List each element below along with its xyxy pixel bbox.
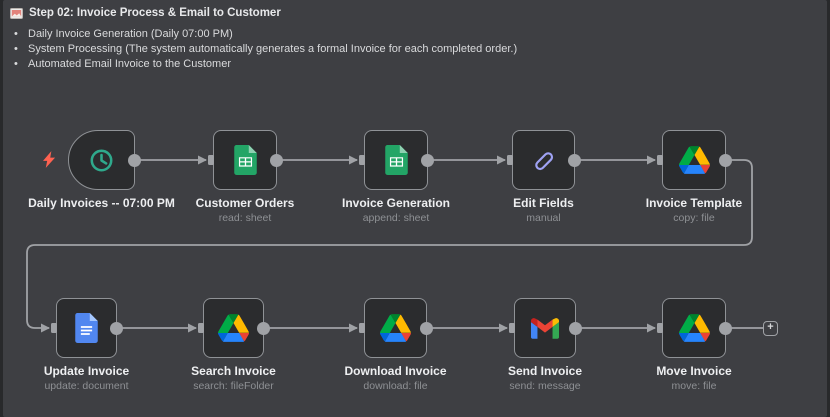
output-port[interactable] <box>569 321 582 335</box>
sticky-title: Step 02: Invoice Process & Email to Cust… <box>29 7 281 19</box>
sticky-picture-icon <box>10 7 23 19</box>
node-label: Customer Orders <box>195 196 295 210</box>
node-box[interactable] <box>359 298 433 358</box>
node-label: Invoice Generation <box>341 196 451 210</box>
node-box[interactable] <box>509 298 582 358</box>
node-operation: manual <box>526 212 561 224</box>
node-box[interactable] <box>657 130 732 190</box>
output-port[interactable] <box>110 321 123 335</box>
node-invoice-template[interactable]: Invoice Template copy: file <box>646 130 742 224</box>
node-box[interactable] <box>359 130 434 190</box>
google-drive-icon <box>679 314 710 342</box>
node-download-invoice[interactable]: Download Invoice download: file <box>344 298 447 392</box>
output-port[interactable] <box>421 153 434 167</box>
output-port[interactable] <box>257 321 270 335</box>
input-port[interactable] <box>208 155 214 165</box>
node-invoice-generation[interactable]: Invoice Generation append: sheet <box>342 130 450 224</box>
google-drive-icon <box>380 314 411 342</box>
node-operation: search: fileFolder <box>193 380 274 392</box>
node-operation: update: document <box>44 380 129 392</box>
schedule-clock-icon <box>88 147 115 174</box>
input-port[interactable] <box>359 155 365 165</box>
node-move-invoice[interactable]: Move Invoice move: file <box>656 298 732 392</box>
node-label: Daily Invoices -- 07:00 PM <box>28 196 175 210</box>
google-sheets-icon <box>234 145 257 175</box>
lightning-bolt-icon <box>43 151 56 168</box>
node-daily-invoices-trigger[interactable]: Daily Invoices -- 07:00 PM <box>28 130 175 210</box>
node-operation: read: sheet <box>218 212 272 224</box>
node-label: Search Invoice <box>191 364 276 378</box>
add-node-button[interactable]: + <box>763 321 778 336</box>
node-label: Download Invoice <box>344 364 447 378</box>
edit-pen-icon <box>529 146 558 175</box>
node-label: Move Invoice <box>656 364 732 378</box>
output-port[interactable] <box>568 153 581 167</box>
node-update-invoice[interactable]: Update Invoice update: document <box>44 298 129 392</box>
node-operation: append: sheet <box>362 212 430 224</box>
input-port[interactable] <box>657 323 663 333</box>
google-drive-icon <box>679 146 710 174</box>
node-operation: move: file <box>671 380 717 392</box>
sticky-note-content[interactable]: Step 02: Invoice Process & Email to Cust… <box>10 6 517 72</box>
input-port[interactable] <box>198 323 204 333</box>
node-operation: download: file <box>363 380 428 392</box>
sticky-title-row: Step 02: Invoice Process & Email to Cust… <box>10 6 517 20</box>
node-customer-orders[interactable]: Customer Orders read: sheet <box>196 130 294 224</box>
output-port[interactable] <box>719 321 732 335</box>
node-search-invoice[interactable]: Search Invoice search: fileFolder <box>191 298 276 392</box>
output-port[interactable] <box>719 153 732 167</box>
output-port[interactable] <box>420 321 433 335</box>
node-operation: copy: file <box>673 212 715 224</box>
connection-wrap[interactable] <box>26 159 753 333</box>
node-label: Send Invoice <box>507 364 583 378</box>
input-port[interactable] <box>359 323 365 333</box>
node-box[interactable] <box>208 130 283 190</box>
output-port[interactable] <box>128 153 141 167</box>
node-box[interactable] <box>43 130 141 190</box>
input-port[interactable] <box>507 155 513 165</box>
sticky-bullet-list: Daily Invoice Generation (Daily 07:00 PM… <box>10 27 517 72</box>
input-port[interactable] <box>657 155 663 165</box>
input-port[interactable] <box>51 323 57 333</box>
node-box[interactable] <box>198 298 270 358</box>
output-port[interactable] <box>270 153 283 167</box>
node-send-invoice[interactable]: Send Invoice send: message <box>508 298 582 392</box>
gmail-icon <box>531 317 559 339</box>
node-edit-fields[interactable]: Edit Fields manual <box>507 130 581 224</box>
node-box[interactable] <box>51 298 123 358</box>
google-drive-icon <box>218 314 249 342</box>
sticky-bullet: Automated Email Invoice to the Customer <box>10 57 517 72</box>
google-docs-icon <box>75 313 98 343</box>
google-sheets-icon <box>385 145 408 175</box>
node-box[interactable] <box>507 130 581 190</box>
sticky-bullet: System Processing (The system automatica… <box>10 42 517 57</box>
input-port[interactable] <box>509 323 515 333</box>
node-label: Update Invoice <box>43 364 130 378</box>
node-label: Invoice Template <box>645 196 743 210</box>
sticky-bullet: Daily Invoice Generation (Daily 07:00 PM… <box>10 27 517 42</box>
node-operation: send: message <box>509 380 581 392</box>
node-label: Edit Fields <box>513 196 574 210</box>
node-box[interactable] <box>657 298 732 358</box>
